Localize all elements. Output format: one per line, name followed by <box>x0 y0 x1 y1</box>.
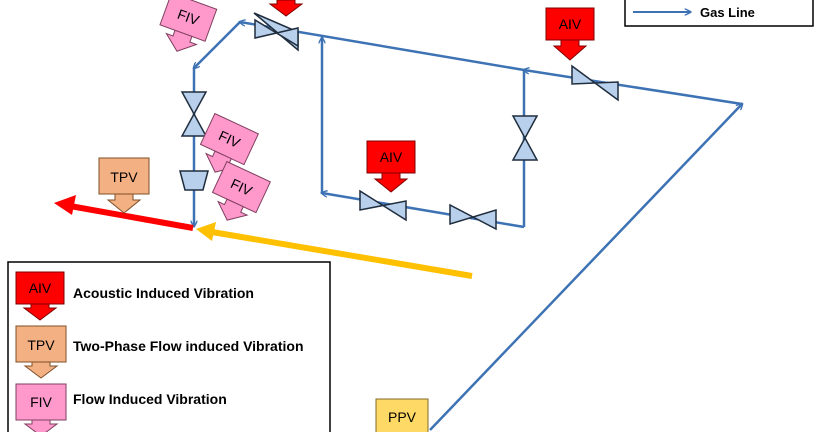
gas-line-legend: Gas Line <box>624 0 814 27</box>
liquid-arrow <box>196 222 473 279</box>
gas-line-top-left <box>194 21 241 68</box>
gas-line-ppv <box>429 104 742 431</box>
legend-fiv-tag: FIV <box>30 394 52 410</box>
fiv-tag-top: FIV <box>175 6 202 29</box>
valve-top-right-icon <box>571 64 619 102</box>
valve-right-vertical-icon <box>511 115 539 161</box>
aiv-callout-top <box>268 0 304 17</box>
reducer-left-icon <box>179 170 209 191</box>
two-phase-arrow <box>54 195 194 231</box>
legend-item-fiv: FIV Flow Induced Vibration <box>15 383 227 432</box>
tpv-callout: TPV <box>98 157 150 214</box>
aiv-tag-loop: AIV <box>380 149 403 165</box>
ppv-callout: PPV <box>375 398 429 432</box>
valve-loop-right-icon <box>449 203 497 231</box>
legend-tpv-text: Two-Phase Flow induced Vibration <box>73 338 304 354</box>
fiv-callout-low: FIV <box>211 160 272 221</box>
valve-top-icon <box>254 18 299 48</box>
gas-line-legend-label: Gas Line <box>700 5 755 20</box>
legend-tpv-tag: TPV <box>27 337 55 353</box>
valve-loop-left-icon <box>359 189 407 222</box>
legend-item-tpv: TPV Two-Phase Flow induced Vibration <box>15 325 304 379</box>
legend-fiv-text: Flow Induced Vibration <box>73 391 227 407</box>
aiv-callout-loop: AIV <box>366 140 416 193</box>
legend-aiv-tag: AIV <box>29 280 52 296</box>
ppv-tag: PPV <box>388 409 417 425</box>
aiv-callout-right: AIV <box>545 7 595 61</box>
legend-item-aiv: AIV Acoustic Induced Vibration <box>15 271 254 321</box>
gas-line-top-right <box>524 70 743 106</box>
fiv-callout-top: FIV <box>159 0 218 52</box>
tpv-tag: TPV <box>110 169 138 185</box>
aiv-tag-right: AIV <box>559 16 582 32</box>
vibration-legend: AIV Acoustic Induced Vibration TPV Two-P… <box>7 261 331 432</box>
legend-aiv-text: Acoustic Induced Vibration <box>73 285 254 301</box>
valve-left-vertical-icon <box>180 91 208 137</box>
